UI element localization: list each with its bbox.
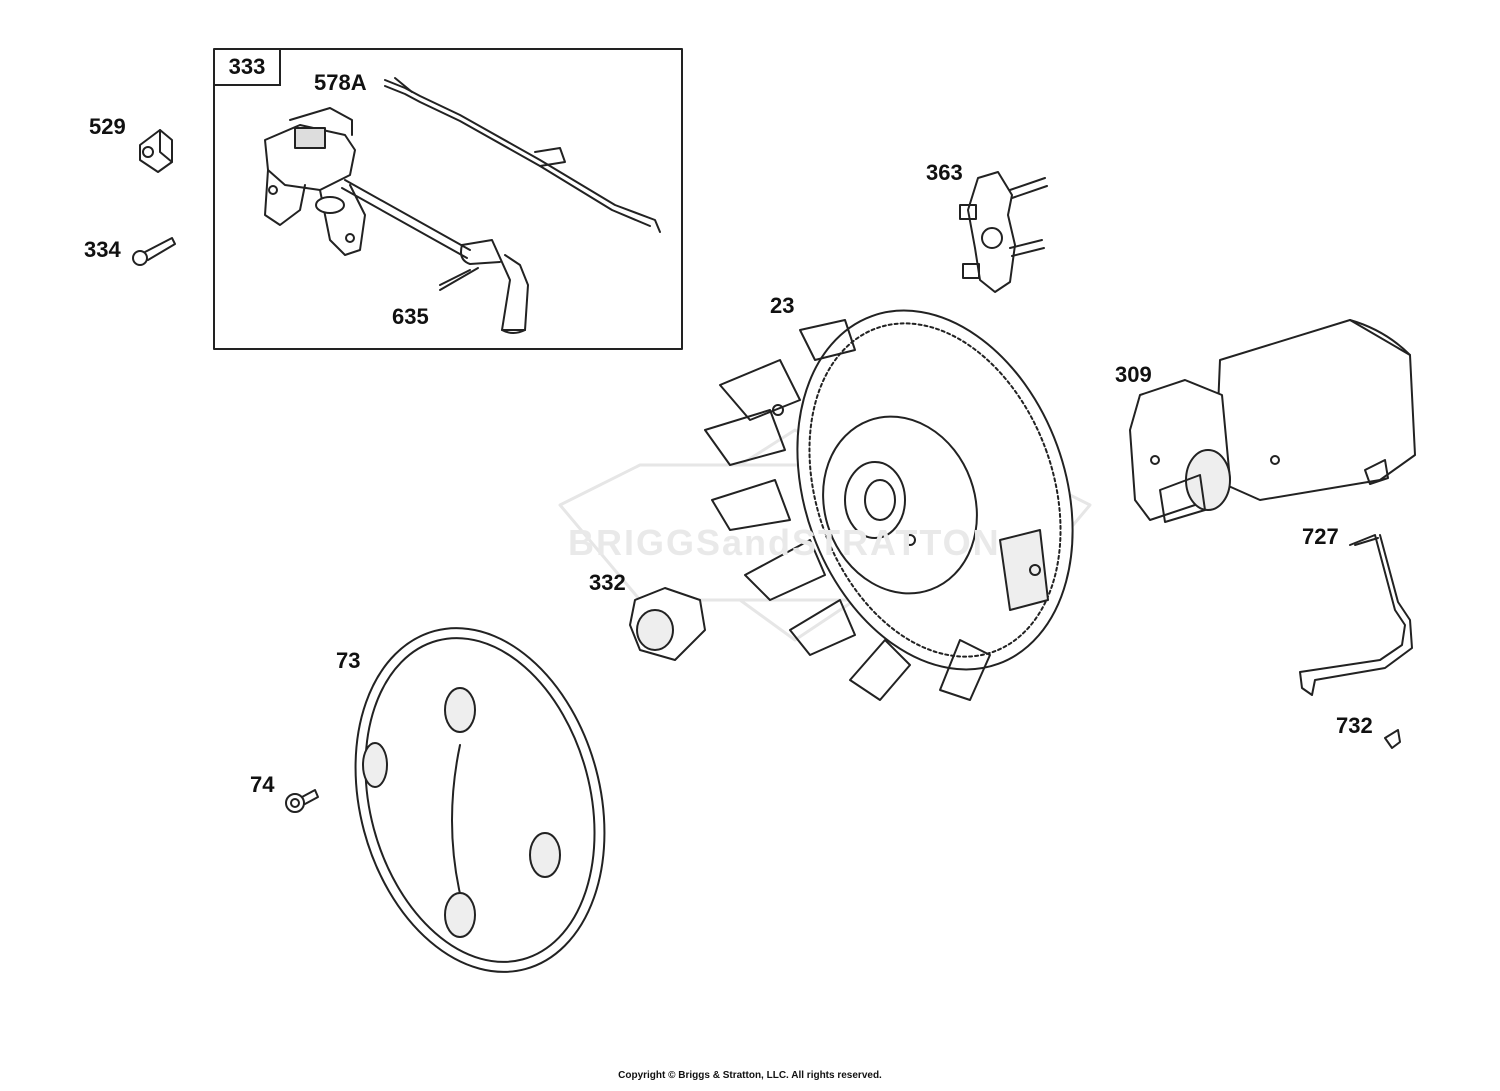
copyright-notice: Copyright © Briggs & Stratton, LLC. All … [618, 1070, 882, 1081]
kit-box [213, 48, 683, 350]
callout-635[interactable]: 635 [392, 304, 429, 329]
callout-74[interactable]: 74 [250, 772, 275, 797]
spark-plug-boot-drawing [341, 179, 529, 334]
callout-332[interactable]: 332 [589, 570, 626, 595]
grommet-drawing [139, 129, 173, 173]
watermark: BRIGGSandSTRATTON [568, 522, 1001, 563]
flywheel-nut-drawing [629, 587, 706, 661]
callout-23[interactable]: 23 [770, 293, 795, 318]
callout-334[interactable]: 334 [84, 237, 121, 262]
screw-334-drawing [132, 237, 176, 266]
ground-wire-drawing [384, 77, 661, 233]
callout-732[interactable]: 732 [1336, 713, 1373, 738]
flywheel-screen-drawing [354, 627, 606, 973]
kit-box-label: 333 [215, 50, 281, 86]
callout-529[interactable]: 529 [89, 114, 126, 139]
screen-screw-drawing [285, 789, 319, 813]
leader-line-635 [439, 267, 479, 291]
starter-bracket-drawing [1299, 534, 1413, 696]
starter-motor-drawing [1129, 319, 1416, 523]
bracket-363-drawing [959, 171, 1048, 293]
callout-727[interactable]: 727 [1302, 524, 1339, 549]
callout-363[interactable]: 363 [926, 160, 963, 185]
nut-732-drawing [1384, 729, 1401, 749]
ignition-coil-drawing [264, 107, 366, 256]
callout-578a[interactable]: 578A [314, 70, 367, 95]
callout-309[interactable]: 309 [1115, 362, 1152, 387]
callout-73[interactable]: 73 [336, 648, 361, 673]
flywheel-drawing [704, 309, 1074, 701]
